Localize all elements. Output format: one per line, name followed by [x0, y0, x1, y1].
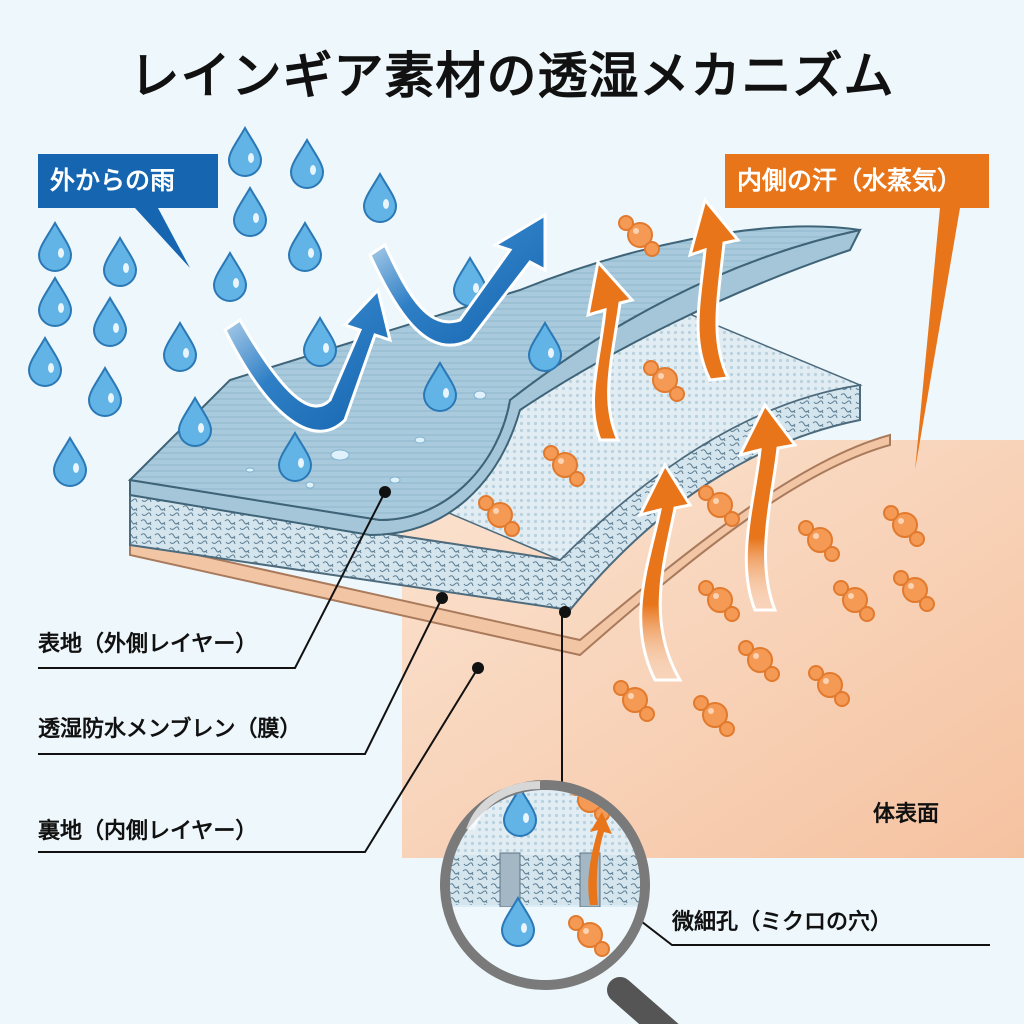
sweat-callout-tail — [915, 208, 960, 470]
magnifier-icon — [440, 780, 679, 1024]
deflect-arrow-icons — [223, 212, 547, 433]
inner-layer-label: 裏地（内側レイヤー） — [38, 819, 258, 844]
micropore-label: 微細孔（ミクロの穴） — [672, 910, 893, 935]
vapor-arrow-icons — [586, 196, 798, 682]
page-title: レインギア素材の透湿メカニズム — [129, 47, 895, 105]
outer-layer-label: 表地（外側レイヤー） — [38, 632, 258, 657]
membrane-layer-label: 透湿防水メンブレン（膜） — [38, 717, 302, 742]
inner-layer — [129, 433, 891, 657]
rain-callout-tail — [135, 208, 190, 268]
rain-callout: 外からの雨 — [38, 154, 218, 208]
skin-surface-label: 体表面 — [873, 802, 940, 827]
sweat-callout: 内側の汗（水蒸気） — [725, 154, 989, 208]
